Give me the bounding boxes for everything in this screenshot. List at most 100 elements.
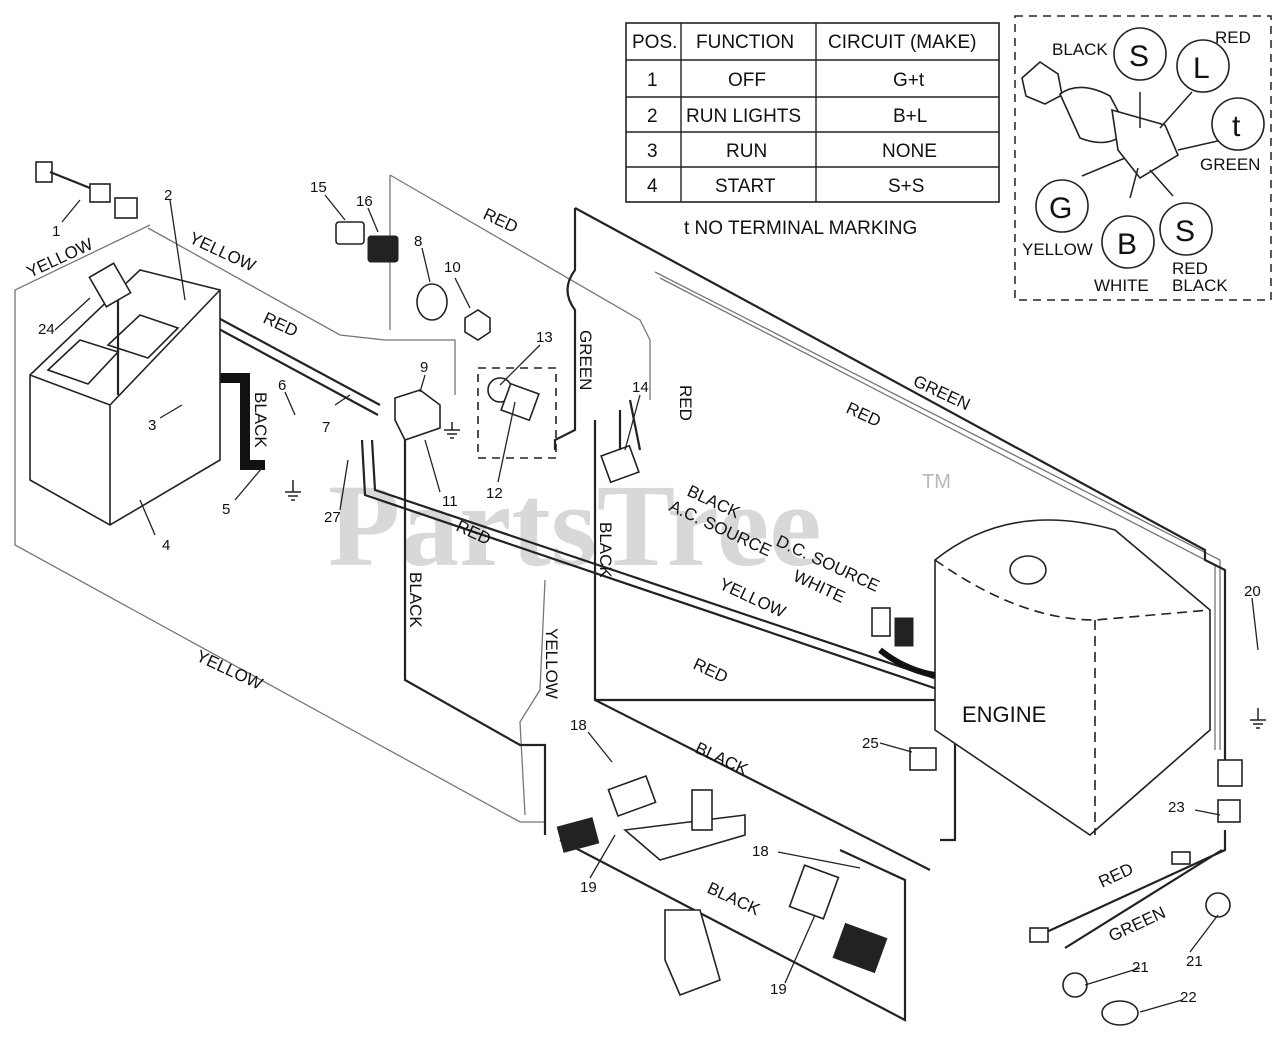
connector-14: [600, 399, 642, 484]
label-black-6: BLACK: [704, 878, 763, 919]
label-red-3: RED: [676, 385, 695, 421]
table-cell-circuit: S+S: [888, 176, 924, 197]
terminal-l: L: [1193, 52, 1210, 85]
inset-label-black: BLACK: [1052, 40, 1108, 59]
part-callouts: [54, 194, 1259, 1013]
table-cell-circuit: NONE: [882, 141, 937, 162]
red-wire-long-b: [360, 439, 941, 692]
part-number: 21: [1186, 953, 1203, 970]
table-cell-circuit: B+L: [893, 106, 927, 127]
part-number: 9: [420, 359, 428, 376]
label-yellow-4: YELLOW: [542, 628, 561, 699]
table-header-pos: POS.: [632, 32, 677, 53]
table-cell-function: RUN: [726, 141, 767, 162]
part-number: 19: [580, 879, 597, 896]
part-number: 19: [770, 981, 787, 998]
label-yellow-5: YELLOW: [193, 646, 265, 693]
watermark-trademark: TM: [922, 471, 951, 493]
battery-cable: [205, 373, 265, 470]
label-yellow-2: YELLOW: [186, 228, 258, 275]
part-number: 6: [278, 377, 286, 394]
table-cell-circuit: G+t: [893, 70, 925, 91]
table-cell-function: RUN LIGHTS: [686, 106, 801, 127]
terminal-g: G: [1049, 192, 1072, 225]
label-red-4: RED: [843, 398, 884, 430]
part-number: 14: [632, 379, 649, 396]
part-number: 20: [1244, 583, 1261, 600]
light-harness: [1029, 830, 1231, 1026]
inset-label-red: RED: [1215, 28, 1251, 47]
part-number: 8: [414, 233, 422, 250]
yellow-wire-lower: [519, 579, 546, 816]
part-number: 23: [1168, 799, 1185, 816]
part-number: 13: [536, 329, 553, 346]
part-numbers: 1 2 3 4 5 6 7 8 9 10 11 12 13 14 15 16 1…: [38, 179, 1261, 1006]
part-number: 25: [862, 735, 879, 752]
black-wire-bottom: [559, 839, 907, 1022]
table-cell-pos: 1: [647, 70, 658, 91]
part-number: 10: [444, 259, 461, 276]
key-parts: [335, 221, 399, 263]
terminal-s-bottom: S: [1175, 215, 1195, 248]
red-wire-main-outline: [574, 207, 1227, 760]
harness-connector-1: [35, 161, 138, 219]
nut: [464, 309, 491, 341]
terminal-t: t: [1232, 110, 1241, 143]
engine-connectors: [871, 607, 1243, 823]
part-number: 3: [148, 417, 156, 434]
part-number: 11: [442, 493, 458, 510]
yellow-wire-loop: [14, 224, 545, 823]
seat-switch-19-upper: [556, 774, 746, 861]
switch-function-table: POS. FUNCTION CIRCUIT (MAKE) 1 OFF G+t 2…: [625, 22, 1000, 239]
seat-switch-19-lower: [664, 864, 888, 997]
inset-label-white: WHITE: [1094, 276, 1149, 295]
inset-label-red-2: RED: [1172, 259, 1208, 278]
inset-label-black-2: BLACK: [1172, 276, 1228, 295]
part-number: 12: [486, 485, 503, 502]
table-cell-pos: 3: [647, 141, 658, 162]
label-red-6: RED: [690, 654, 731, 686]
inset-label-green: GREEN: [1200, 155, 1260, 174]
black-wire-left: [403, 420, 547, 835]
part-number: 27: [324, 509, 341, 526]
label-red-2: RED: [480, 204, 521, 236]
part-number: 7: [322, 419, 330, 436]
label-red-1: RED: [260, 308, 301, 340]
part-number: 21: [1132, 959, 1149, 976]
part-number: 22: [1180, 989, 1197, 1006]
ignition-switch-inset: S L t G B S BLACK RED GREEN YELLOW WHITE…: [1014, 15, 1272, 301]
solenoid: [394, 389, 441, 441]
part-number: 24: [38, 321, 55, 338]
label-black-5: BLACK: [692, 738, 751, 779]
watermark: PartsTree: [328, 460, 822, 591]
battery: [29, 269, 221, 526]
label-green-3: GREEN: [1106, 903, 1169, 946]
part-number: 18: [752, 843, 769, 860]
inset-label-yellow: YELLOW: [1022, 240, 1093, 259]
engine-label: ENGINE: [962, 702, 1046, 727]
label-green-1: GREEN: [576, 330, 595, 390]
part-number: 4: [162, 537, 170, 554]
part-number: 15: [310, 179, 327, 196]
table-cell-pos: 4: [647, 176, 658, 197]
terminal-b: B: [1117, 228, 1137, 261]
label-yellow-1: YELLOW: [24, 234, 96, 281]
table-cell-function: START: [715, 176, 776, 197]
part-number: 18: [570, 717, 587, 734]
bezel-ring: [416, 283, 448, 321]
label-black-4: BLACK: [406, 572, 425, 628]
label-black-1: BLACK: [251, 392, 270, 448]
table-cell-function: OFF: [728, 70, 766, 91]
table-header-circuit: CIRCUIT (MAKE): [828, 32, 976, 53]
label-red-7: RED: [1096, 859, 1137, 891]
fuse-holder: [88, 262, 132, 395]
part-number: 5: [222, 501, 230, 518]
part-number: 16: [356, 193, 373, 210]
black-wire-tail: [595, 698, 957, 842]
ground-symbols: [285, 422, 1266, 729]
yellow-wire-top: [147, 227, 456, 395]
table-header-function: FUNCTION: [696, 32, 794, 53]
part-number: 1: [52, 223, 60, 240]
ignition-switch: [487, 377, 540, 422]
